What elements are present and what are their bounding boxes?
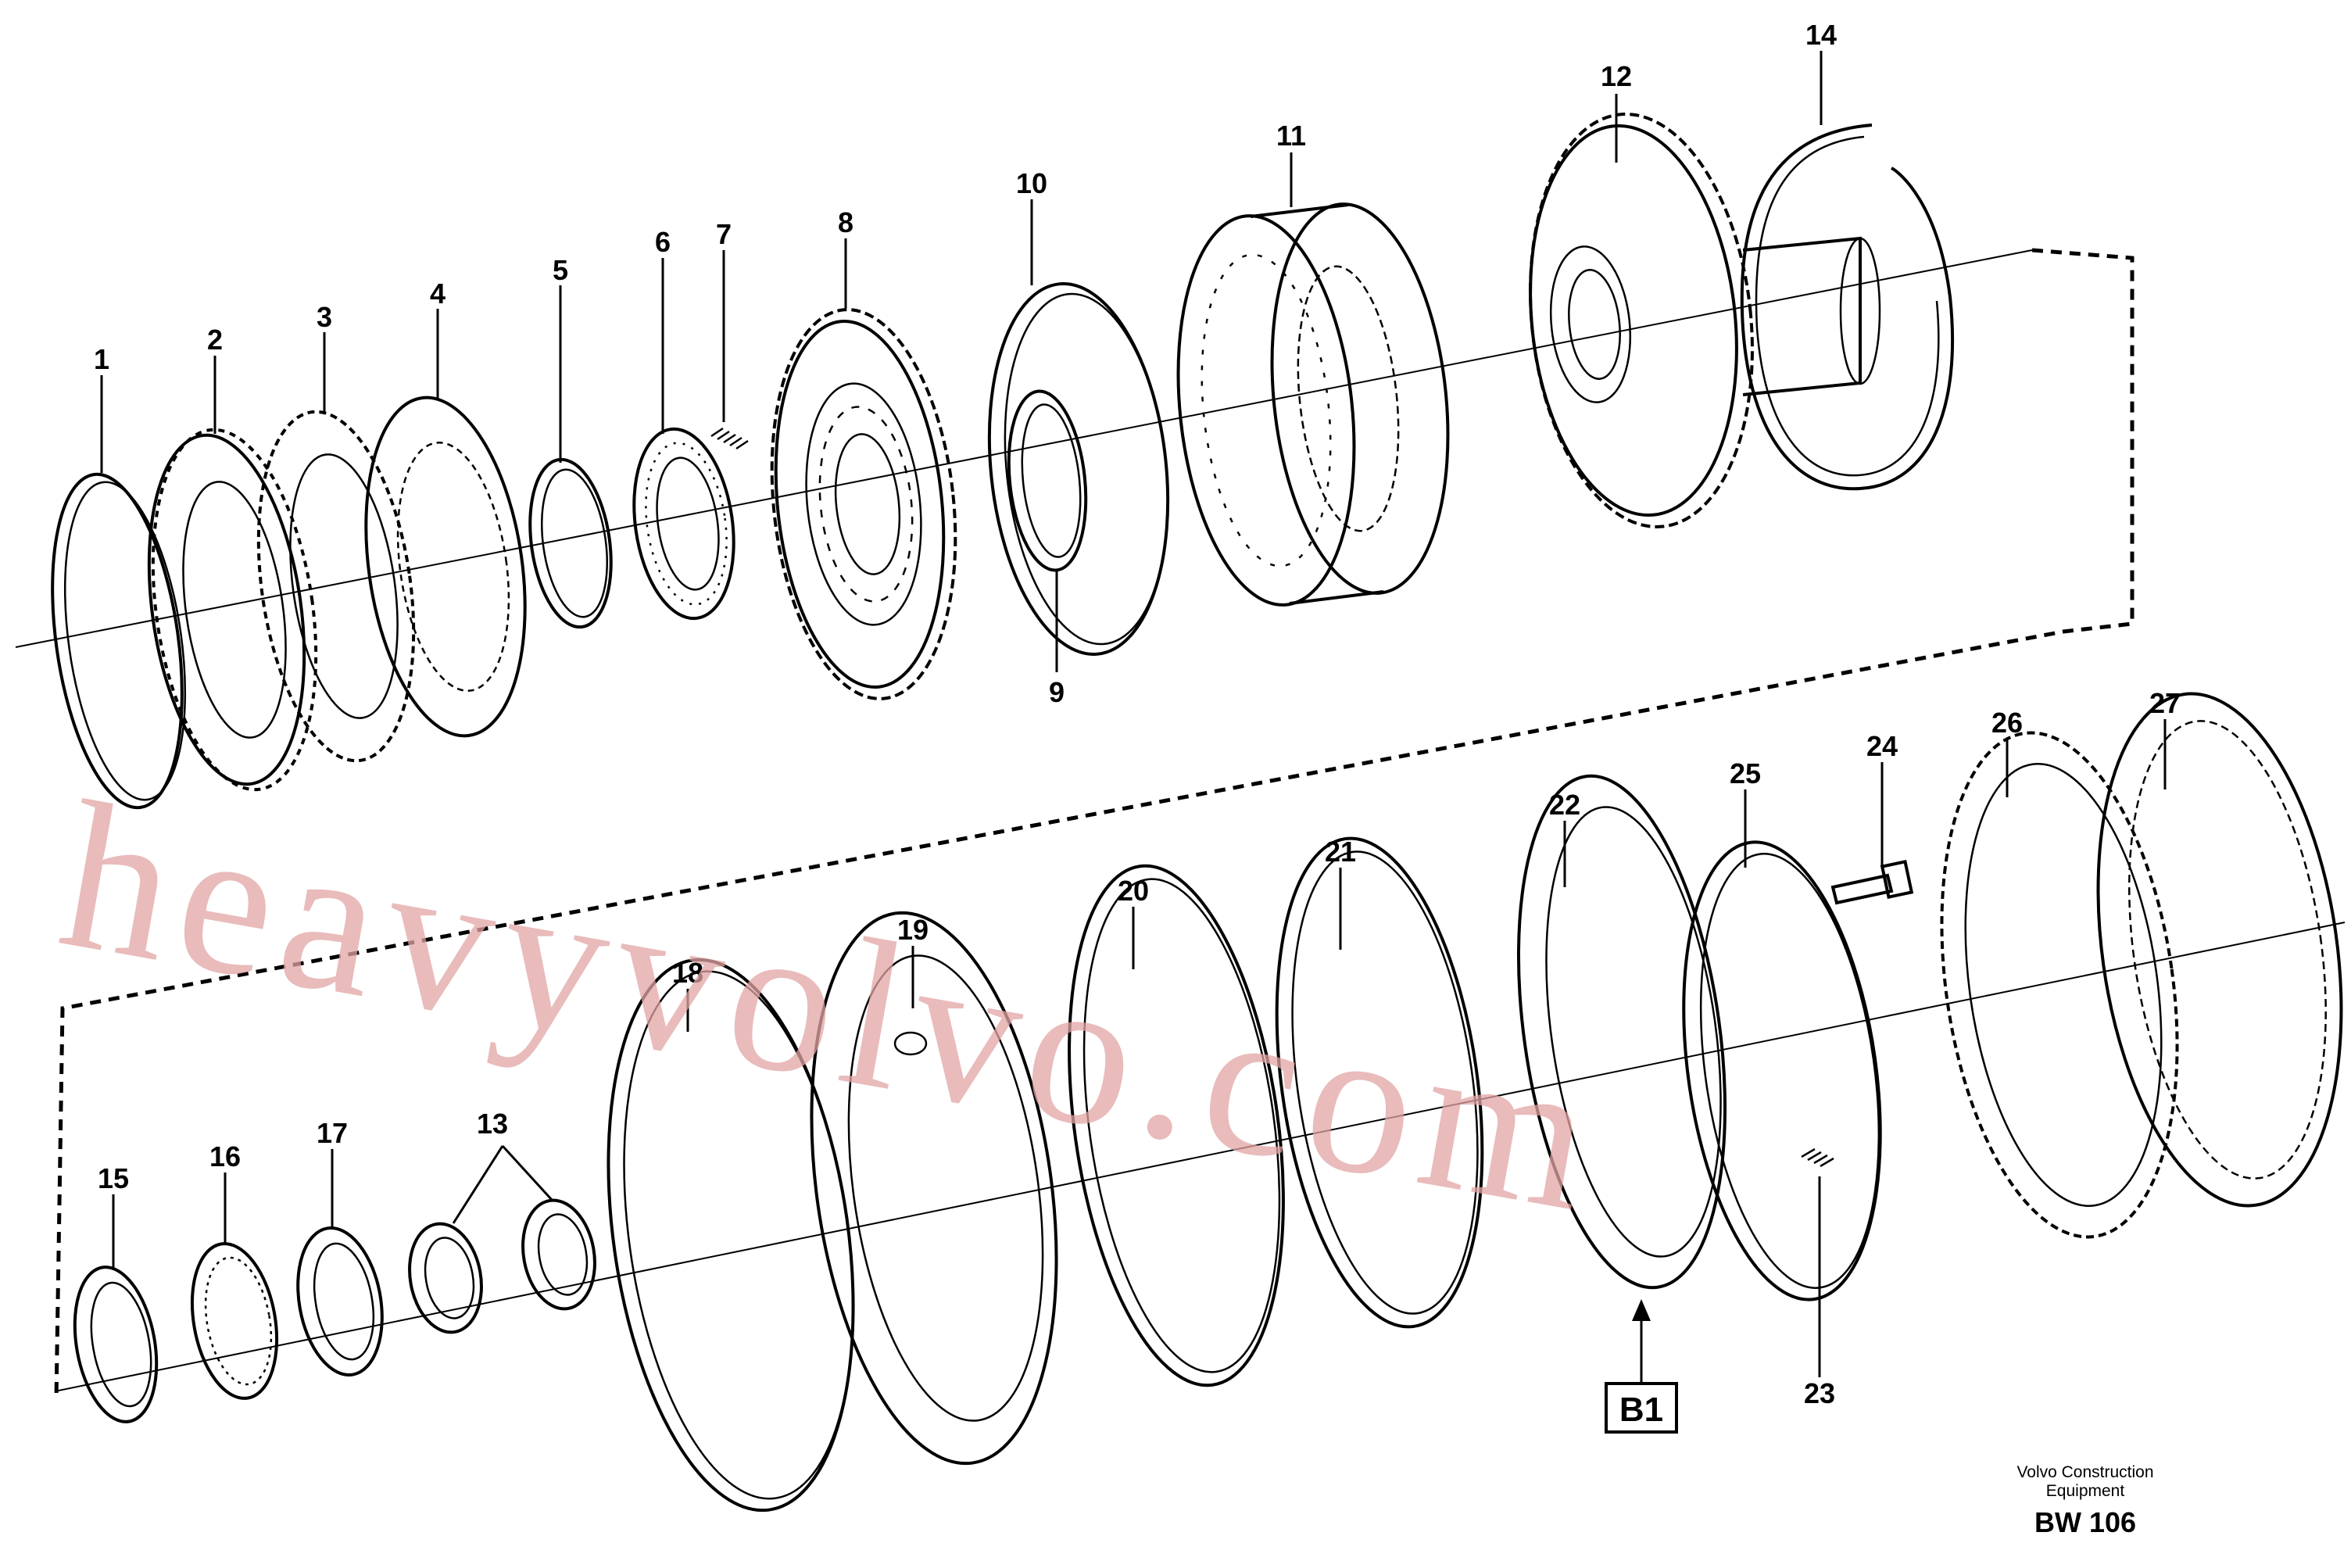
label-17: 17	[317, 1117, 348, 1149]
label-19: 19	[897, 914, 929, 946]
label-24: 24	[1866, 730, 1898, 762]
label-2: 2	[207, 324, 223, 356]
label-7: 7	[716, 218, 732, 250]
reference-box-b1: B1	[1605, 1382, 1678, 1434]
caption-line-1: Volvo Construction	[2016, 1463, 2153, 1481]
part-12-gear-shaft	[1529, 113, 1881, 528]
label-8: 8	[838, 206, 853, 238]
label-11: 11	[1276, 120, 1306, 152]
label-4: 4	[430, 277, 446, 310]
label-9: 9	[1049, 676, 1065, 708]
part-15-seal	[73, 1265, 159, 1423]
part-8-gear-carrier	[770, 308, 957, 700]
part-16-needle-bearing	[190, 1242, 279, 1400]
part-9-inner-ring	[1007, 389, 1088, 572]
part-22-clutch-housing	[1516, 774, 1727, 1290]
watermark: heavyvolvo.com	[47, 757, 1618, 1258]
part-21-seal-ring	[1275, 836, 1484, 1329]
part-14-retaining-ring	[1740, 124, 1955, 491]
part-3-steel-disc	[256, 410, 416, 763]
part-24-screw	[1830, 859, 1914, 905]
caption-line-2: Equipment	[2046, 1482, 2125, 1500]
label-12: 12	[1601, 60, 1632, 92]
label-14: 14	[1805, 19, 1837, 51]
part-13-bushings	[408, 1198, 596, 1334]
label-25: 25	[1730, 757, 1761, 789]
label-26: 26	[1991, 707, 2023, 739]
part-26-friction-disc	[1940, 731, 2179, 1239]
label-23: 23	[1804, 1377, 1835, 1409]
drawing-code: BW 106	[2034, 1506, 2136, 1538]
part-11-ring-gear	[1176, 202, 1450, 607]
part-6-bearing-washer	[632, 427, 735, 621]
part-18-snap-ring	[607, 958, 855, 1513]
leader-lines	[100, 51, 2167, 1384]
part-7-spring	[710, 427, 749, 450]
label-5: 5	[553, 254, 568, 286]
part-1-snap-ring	[51, 472, 187, 810]
label-3: 3	[317, 301, 332, 333]
label-15: 15	[98, 1162, 129, 1194]
label-21: 21	[1325, 836, 1356, 868]
part-23-spring	[1801, 1147, 1834, 1168]
label-6: 6	[655, 226, 671, 258]
label-10: 10	[1016, 167, 1047, 199]
part-5-seal-ring	[528, 457, 613, 629]
part-2-friction-disc	[147, 428, 318, 792]
part-25-spring-plate	[1682, 840, 1882, 1301]
label-16: 16	[209, 1140, 241, 1172]
axis-lines	[15, 248, 2346, 1400]
caption: Volvo Construction Equipment BW 106	[2016, 1463, 2153, 1538]
label-27: 27	[2149, 687, 2181, 719]
label-20: 20	[1118, 875, 1149, 907]
part-20-seal-ring	[1068, 864, 1285, 1387]
part-27-steel-disc	[2096, 692, 2343, 1208]
part-4-plate	[364, 396, 527, 738]
part-17-bearing-race	[296, 1226, 384, 1376]
part-10-thrust-washer	[987, 282, 1170, 656]
label-1: 1	[94, 343, 109, 375]
reference-box-label: B1	[1619, 1391, 1663, 1429]
label-13: 13	[477, 1108, 508, 1140]
label-18: 18	[672, 957, 703, 989]
part-labels: 1 2 3 4 5 6 7 8 9 10 11 12 14 15 16 17 1…	[94, 19, 2181, 1409]
label-22: 22	[1549, 789, 1580, 821]
